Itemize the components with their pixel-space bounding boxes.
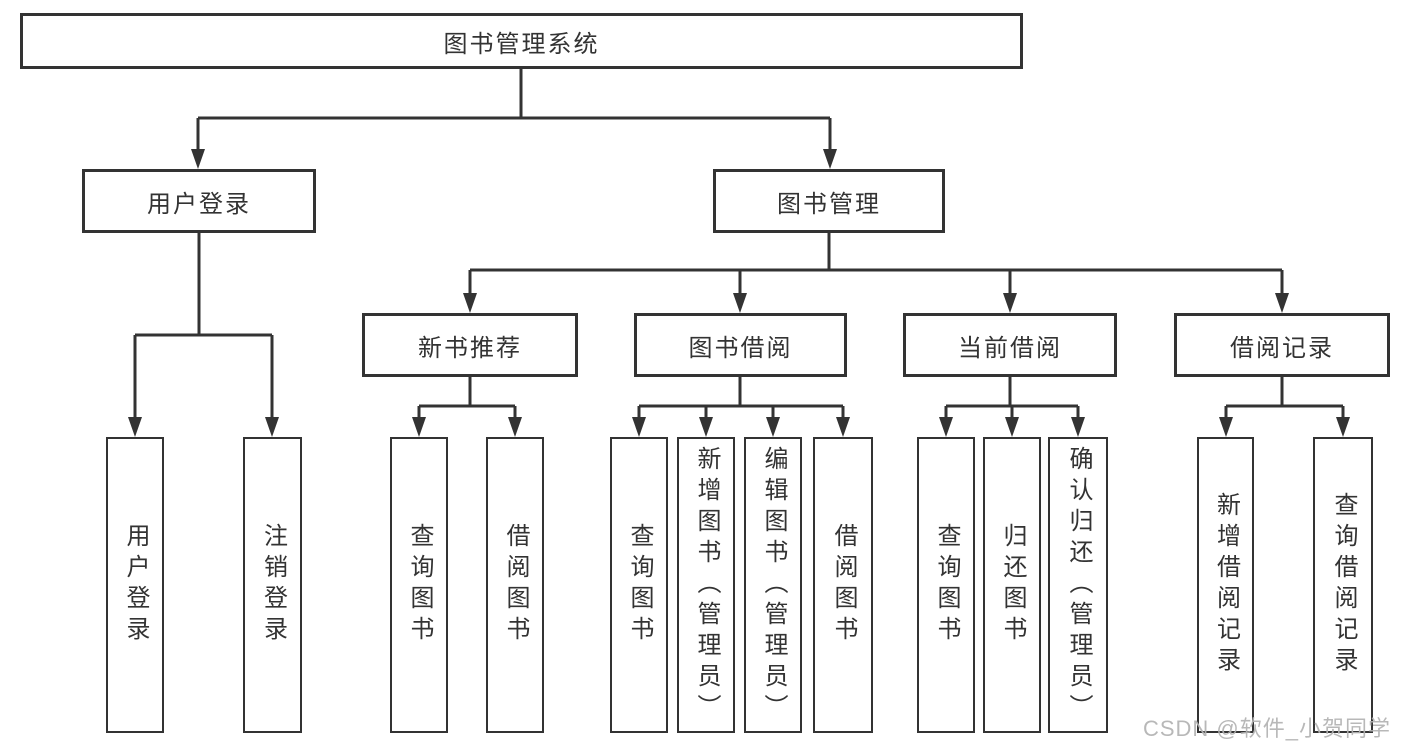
node-leaf-br-query-record: 查询借阅记录 — [1313, 437, 1373, 733]
node-leaf-cb-query-books: 查询图书 — [917, 437, 975, 733]
node-label: 图书借阅 — [688, 334, 793, 362]
node-label: 新增图书（管理员） — [693, 445, 720, 725]
node-library-management-system: 图书管理系统 — [20, 13, 1023, 69]
node-label: 用户登录 — [122, 523, 149, 647]
node-label: 借阅图书 — [830, 523, 857, 647]
node-label: 借阅图书 — [502, 523, 529, 647]
csdn-watermark: CSDN @软件_小贺同学 — [1142, 716, 1391, 741]
node-leaf-bb-query-books: 查询图书 — [610, 437, 668, 733]
node-leaf-bb-add-books-admin: 新增图书（管理员） — [677, 437, 735, 733]
node-label: 借阅记录 — [1230, 334, 1334, 362]
node-label: 当前借阅 — [958, 334, 1062, 362]
node-label: 查询图书 — [626, 523, 653, 647]
node-book-management: 图书管理 — [713, 169, 945, 233]
node-label: 查询图书 — [406, 523, 433, 647]
node-leaf-br-add-record: 新增借阅记录 — [1197, 437, 1254, 733]
node-label: 查询借阅记录 — [1330, 492, 1357, 678]
node-leaf-cb-return-books: 归还图书 — [983, 437, 1041, 733]
node-label: 注销登录 — [259, 523, 287, 647]
node-current-borrowing: 当前借阅 — [903, 313, 1117, 377]
node-leaf-bb-edit-books-admin: 编辑图书（管理员） — [744, 437, 802, 733]
node-label: 用户登录 — [147, 190, 251, 218]
node-label: 查询图书 — [933, 523, 960, 647]
node-label: 确认归还（管理员） — [1065, 445, 1092, 725]
node-user-login: 用户登录 — [82, 169, 316, 233]
node-label: 编辑图书（管理员） — [760, 445, 787, 725]
node-book-borrowing: 图书借阅 — [634, 313, 847, 377]
node-label: 归还图书 — [999, 523, 1026, 647]
node-label: 新增借阅记录 — [1212, 492, 1240, 678]
node-leaf-bb-borrow-books: 借阅图书 — [813, 437, 873, 733]
node-label: 新书推荐 — [418, 334, 522, 362]
node-leaf-user-login: 用户登录 — [106, 437, 164, 733]
node-leaf-cb-confirm-return-admin: 确认归还（管理员） — [1048, 437, 1108, 733]
node-leaf-logout: 注销登录 — [243, 437, 302, 733]
node-label: 图书管理系统 — [443, 30, 600, 58]
node-borrowing-records: 借阅记录 — [1174, 313, 1390, 377]
node-label: 图书管理 — [777, 190, 881, 218]
node-new-book-recommend: 新书推荐 — [362, 313, 578, 377]
node-leaf-nbr-query-books: 查询图书 — [390, 437, 448, 733]
node-leaf-nbr-borrow-books: 借阅图书 — [486, 437, 544, 733]
